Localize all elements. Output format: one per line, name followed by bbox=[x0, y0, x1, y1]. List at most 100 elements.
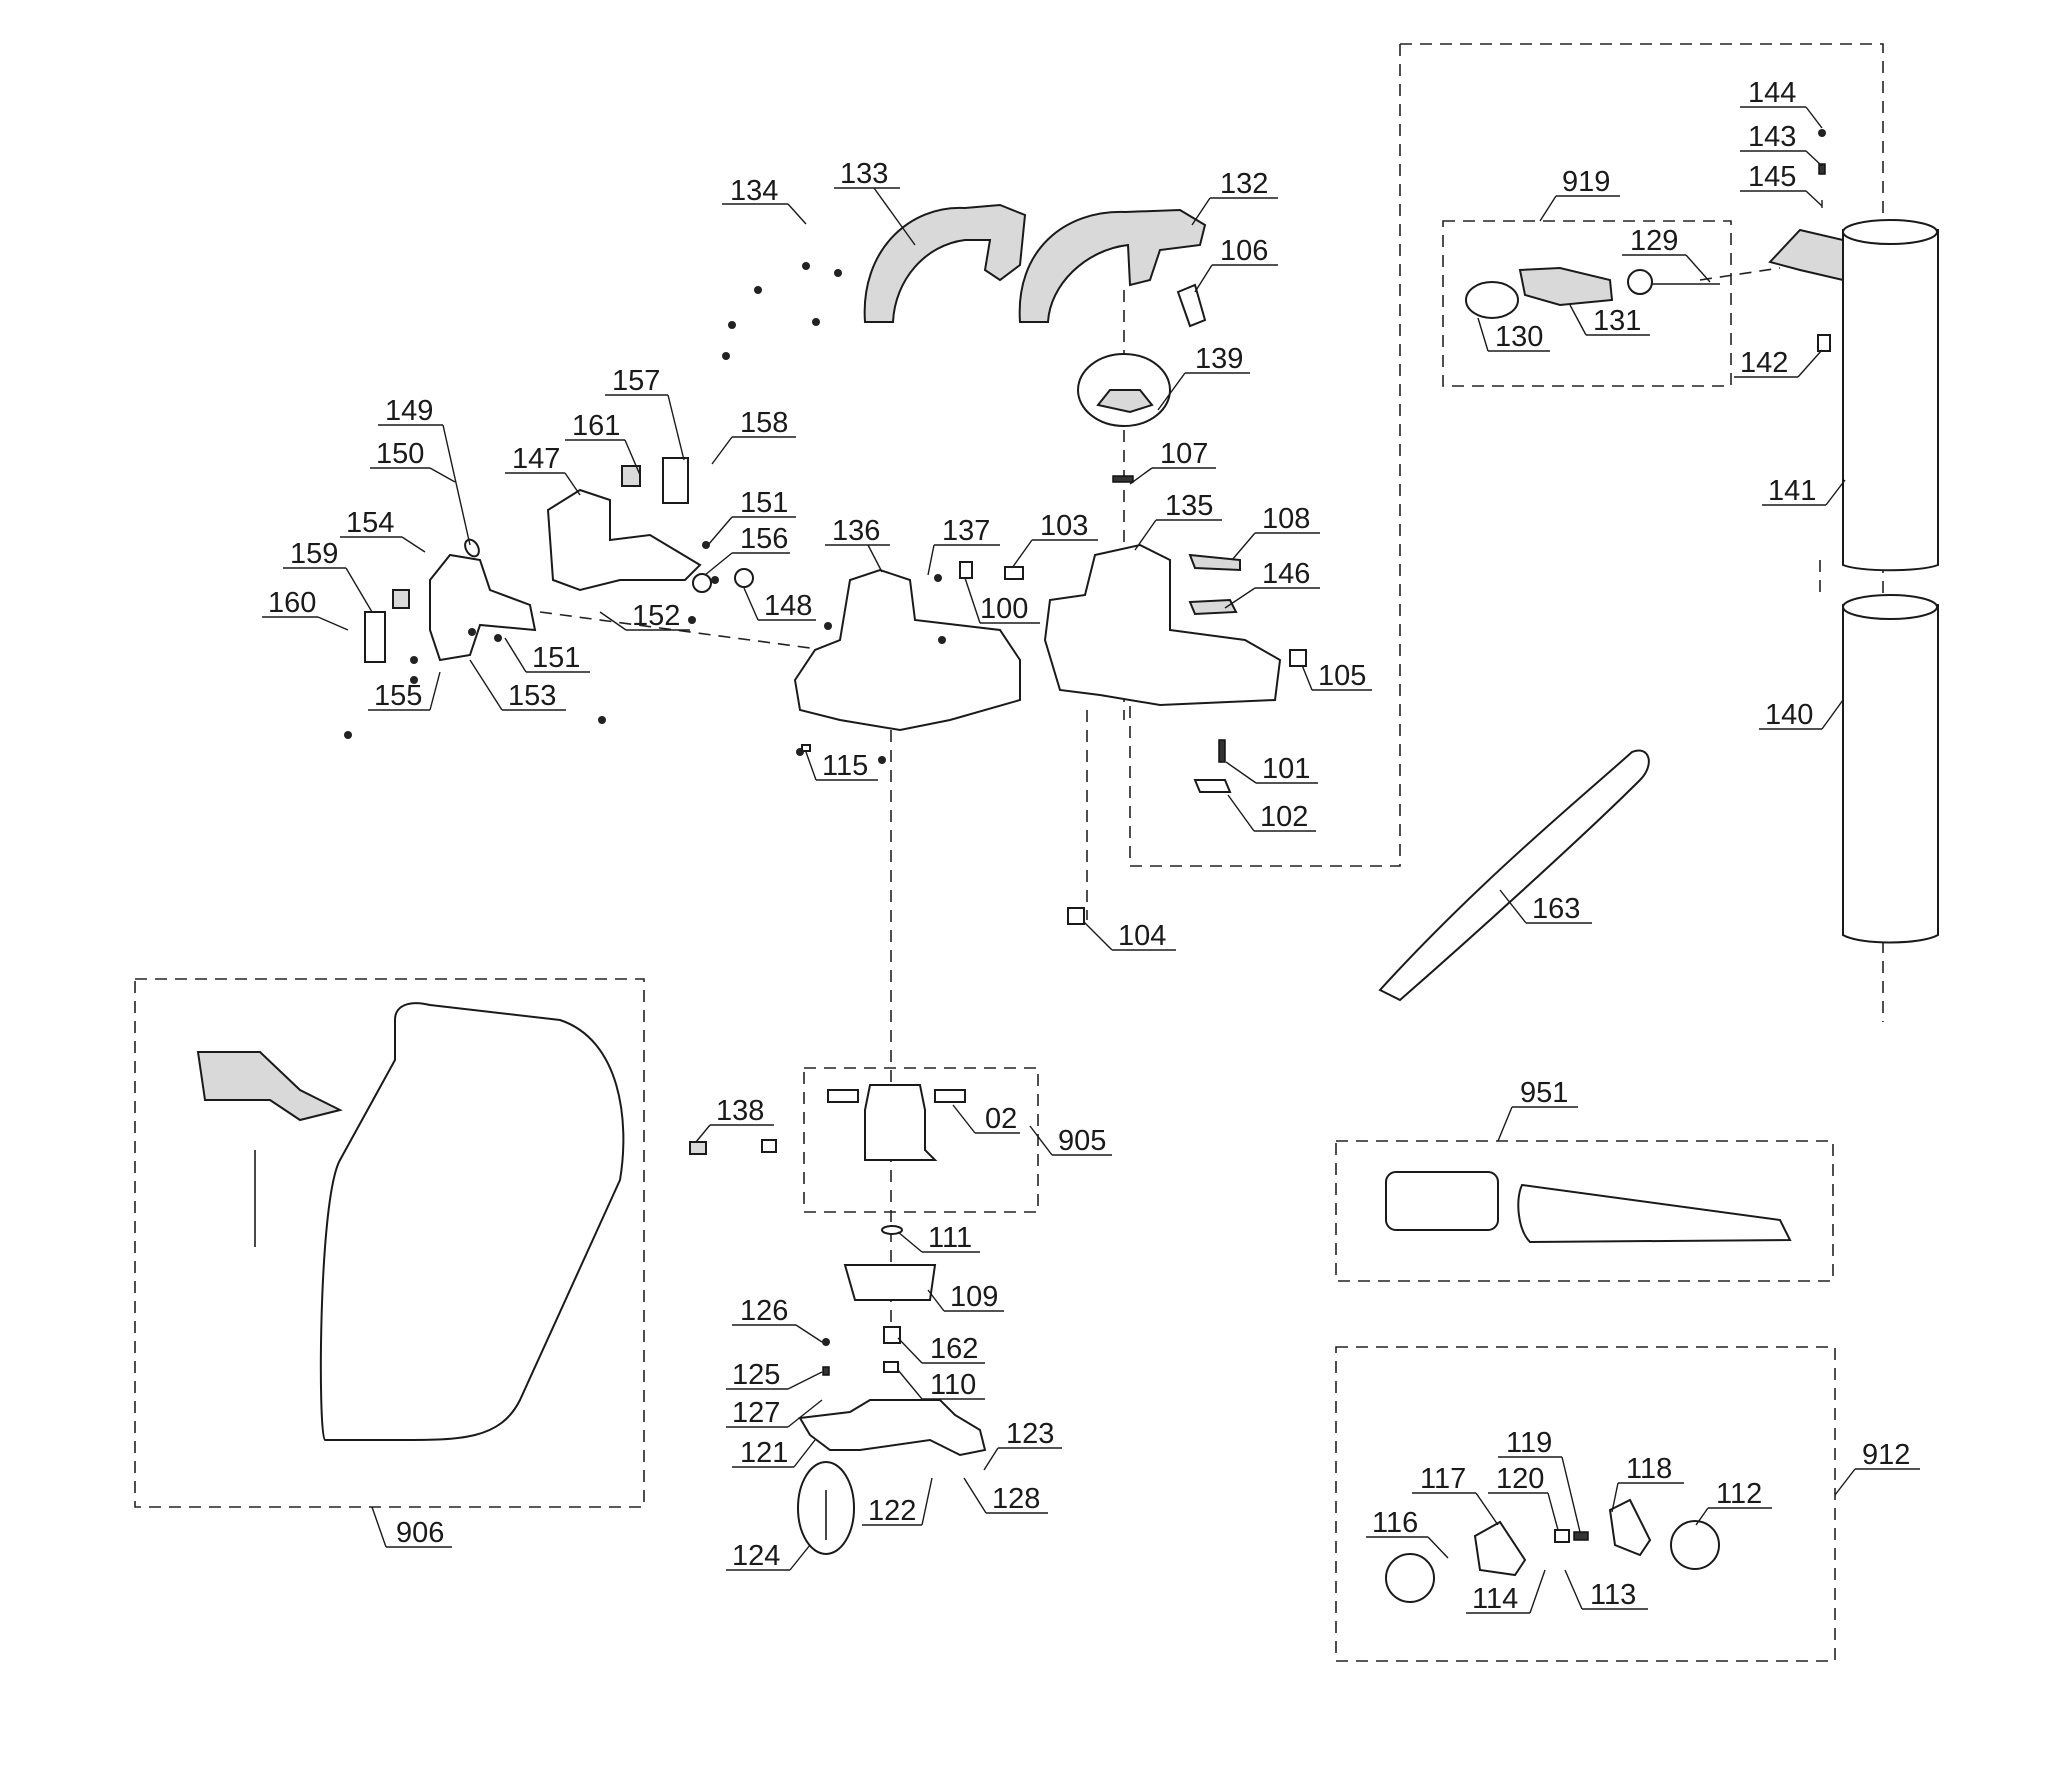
label-150: 150 bbox=[376, 438, 424, 470]
callout-113: 113 bbox=[1564, 1569, 1648, 1611]
callout-154: 154 bbox=[340, 507, 426, 553]
callout-134: 134 bbox=[722, 175, 807, 225]
label-122: 122 bbox=[868, 1495, 916, 1527]
callout-142: 142 bbox=[1734, 347, 1823, 379]
part-138 bbox=[689, 1141, 707, 1155]
callout-101: 101 bbox=[1225, 753, 1318, 785]
callout-111: 111 bbox=[897, 1222, 980, 1254]
part-144 bbox=[1818, 129, 1826, 137]
label-154: 154 bbox=[346, 507, 394, 539]
part-130-disc bbox=[1465, 281, 1519, 319]
label-160: 160 bbox=[268, 587, 316, 619]
callout-131: 131 bbox=[1569, 304, 1650, 337]
label-151-bottom: 151 bbox=[532, 642, 580, 674]
part-107 bbox=[1112, 475, 1134, 483]
part-139-cap bbox=[1096, 389, 1154, 414]
label-163: 163 bbox=[1532, 893, 1580, 925]
callout-906: 906 bbox=[371, 1506, 452, 1549]
part-108 bbox=[1188, 553, 1241, 572]
part-109-fan bbox=[843, 1264, 937, 1301]
callout-136: 136 bbox=[825, 515, 890, 573]
parts bbox=[196, 129, 1939, 1603]
callout-123: 123 bbox=[983, 1418, 1062, 1471]
callout-139: 139 bbox=[1157, 343, 1250, 411]
label-121: 121 bbox=[740, 1437, 788, 1469]
callout-130: 130 bbox=[1477, 317, 1550, 353]
label-115: 115 bbox=[822, 750, 868, 782]
label-136: 136 bbox=[832, 515, 880, 547]
label-146: 146 bbox=[1262, 558, 1310, 590]
part-112-wheel-right bbox=[1670, 1520, 1720, 1570]
callout-103: 103 bbox=[1011, 510, 1098, 569]
callout-129: 129 bbox=[1622, 225, 1711, 283]
callout-162: 162 bbox=[897, 1333, 985, 1365]
callout-157: 157 bbox=[605, 365, 685, 461]
assembly-box-906 bbox=[134, 978, 645, 1508]
label-111: 111 bbox=[928, 1222, 972, 1254]
callout-100: 100 bbox=[964, 577, 1040, 625]
part-147-bracket bbox=[546, 488, 702, 592]
callout-143: 143 bbox=[1740, 121, 1823, 167]
label-119: 119 bbox=[1506, 1427, 1552, 1459]
callout-144: 144 bbox=[1740, 77, 1823, 129]
callout-140: 140 bbox=[1759, 699, 1844, 731]
part-105 bbox=[1289, 649, 1307, 667]
part-135-housing-right bbox=[1043, 543, 1282, 707]
part-143 bbox=[1818, 163, 1826, 175]
label-109: 109 bbox=[950, 1281, 998, 1313]
callout-128: 128 bbox=[963, 1477, 1048, 1515]
part-905-motor bbox=[864, 1084, 938, 1161]
label-134: 134 bbox=[730, 175, 778, 207]
callout-163: 163 bbox=[1499, 889, 1592, 925]
label-102: 102 bbox=[1260, 801, 1308, 833]
callout-146: 146 bbox=[1224, 558, 1320, 609]
label-104: 104 bbox=[1118, 920, 1166, 952]
callout-153: 153 bbox=[469, 659, 566, 712]
part-102 bbox=[1193, 779, 1232, 793]
part-951-nozzle-tube bbox=[1517, 1183, 1792, 1244]
callout-105: 105 bbox=[1301, 660, 1372, 692]
callout-141: 141 bbox=[1762, 475, 1846, 507]
label-159: 159 bbox=[290, 538, 338, 570]
part-140-tube bbox=[1842, 604, 1939, 944]
label-129: 129 bbox=[1630, 225, 1678, 257]
callout-151-bottom: 151 bbox=[504, 637, 590, 674]
callout-02: 02 bbox=[952, 1103, 1020, 1135]
label-158: 158 bbox=[740, 407, 788, 439]
label-139: 139 bbox=[1195, 343, 1243, 375]
part-118-arm bbox=[1608, 1498, 1652, 1557]
label-101: 101 bbox=[1262, 753, 1310, 785]
callout-150: 150 bbox=[370, 438, 456, 483]
label-906: 906 bbox=[396, 1517, 444, 1549]
callout-119: 119 bbox=[1498, 1427, 1581, 1533]
label-107: 107 bbox=[1160, 438, 1208, 470]
callout-951: 951 bbox=[1497, 1077, 1578, 1142]
callout-151-top: 151 bbox=[707, 487, 796, 546]
label-143: 143 bbox=[1748, 121, 1796, 153]
callout-107: 107 bbox=[1129, 438, 1216, 485]
callout-116: 116 bbox=[1366, 1507, 1449, 1559]
part-159-plate bbox=[364, 611, 386, 663]
callout-147: 147 bbox=[505, 443, 581, 496]
part-120-bushing bbox=[1554, 1529, 1570, 1543]
part-140-tube-top bbox=[1842, 594, 1938, 620]
callout-124: 124 bbox=[726, 1540, 811, 1572]
label-162: 162 bbox=[930, 1333, 978, 1365]
label-106: 106 bbox=[1220, 235, 1268, 267]
assembly-box-912 bbox=[1335, 1346, 1836, 1662]
callout-104: 104 bbox=[1083, 920, 1176, 952]
label-123: 123 bbox=[1006, 1418, 1054, 1450]
part-129-knob bbox=[1627, 269, 1653, 295]
label-156: 156 bbox=[740, 523, 788, 555]
label-130: 130 bbox=[1495, 321, 1543, 353]
label-116: 116 bbox=[1372, 1507, 1418, 1539]
part-121-base bbox=[798, 1399, 987, 1457]
label-132: 132 bbox=[1220, 168, 1268, 200]
label-128: 128 bbox=[992, 1483, 1040, 1515]
label-131: 131 bbox=[1593, 305, 1641, 337]
callout-132: 132 bbox=[1191, 168, 1278, 226]
label-113: 113 bbox=[1590, 1579, 1636, 1611]
label-108: 108 bbox=[1262, 503, 1310, 535]
axis-line-latch bbox=[539, 611, 811, 649]
label-140: 140 bbox=[1765, 699, 1813, 731]
